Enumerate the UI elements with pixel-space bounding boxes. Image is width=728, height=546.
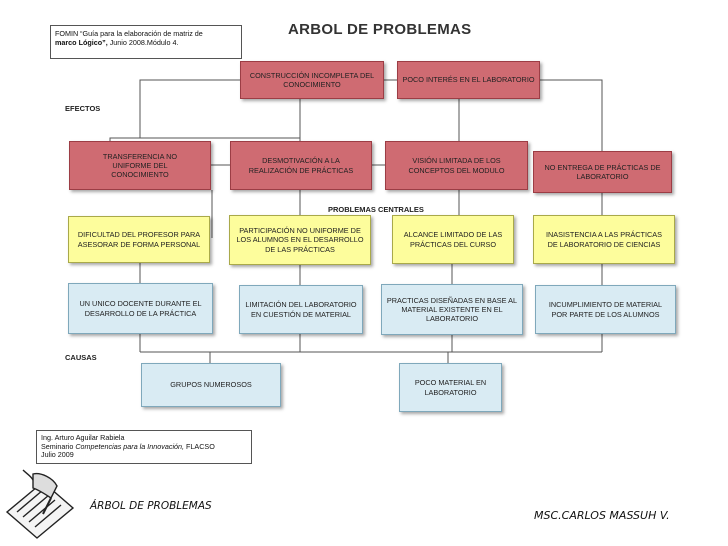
cause-box: LIMITACIÓN DEL LABORATORIO EN CUESTIÓN D… xyxy=(239,285,363,334)
source-note-date: Junio 2008.Módulo 4. xyxy=(107,38,179,48)
root-cause-box: POCO MATERIAL EN LABORATORIO xyxy=(399,363,502,412)
top-effect-box: POCO INTERÉS EN EL LABORATORIO xyxy=(397,61,540,99)
central-problem-box: PARTICIPACIÓN NO UNIFORME DE LOS ALUMNOS… xyxy=(229,215,371,265)
author-note: Ing. Arturo Aguilar Rabiela Seminario Co… xyxy=(36,430,252,464)
effect-box: NO ENTREGA DE PRÁCTICAS DE LABORATORIO xyxy=(533,151,672,193)
author-note-line3: Julio 2009 xyxy=(41,450,74,460)
central-problem-box: DIFICULTAD DEL PROFESOR PARA ASESORAR DE… xyxy=(68,216,210,263)
source-note-line1: FOMIN “Guía para la elaboración de matri… xyxy=(55,29,203,38)
label-problemas-centrales: PROBLEMAS CENTRALES xyxy=(328,205,424,214)
author-note-line1: Ing. Arturo Aguilar Rabiela xyxy=(41,433,125,442)
cause-box: UN UNICO DOCENTE DURANTE EL DESARROLLO D… xyxy=(68,283,213,334)
label-efectos: EFECTOS xyxy=(65,104,101,113)
author-note-line2: Seminario Competencias para la Innovació… xyxy=(41,441,247,452)
author-note-seminar-name: Competencias para la Innovación, xyxy=(75,441,185,451)
top-effect-box: CONSTRUCCIÓN INCOMPLETA DEL CONOCIMIENTO xyxy=(240,61,384,99)
footer-left-label: ÁRBOL DE PROBLEMAS xyxy=(90,500,212,512)
diagram-title: ARBOL DE PROBLEMAS xyxy=(288,21,472,38)
cause-box: PRACTICAS DISEÑADAS EN BASE AL MATERIAL … xyxy=(381,284,523,335)
writing-hand-icon xyxy=(3,468,77,540)
source-note: FOMIN “Guía para la elaboración de matri… xyxy=(50,25,242,59)
effect-box: DESMOTIVACIÓN A LA REALIZACIÓN DE PRÁCTI… xyxy=(230,141,372,190)
cause-box: INCUMPLIMIENTO DE MATERIAL POR PARTE DE … xyxy=(535,285,676,334)
effect-box: VISIÓN LIMITADA DE LOS CONCEPTOS DEL MOD… xyxy=(385,141,528,190)
source-note-line2: marco Lógico”, Junio 2008.Módulo 4. xyxy=(55,38,237,47)
author-note-seminar-prefix: Seminario xyxy=(41,441,76,451)
label-causas: CAUSAS xyxy=(65,353,97,362)
effect-box: TRANSFERENCIA NO UNIFORME DEL CONOCIMIEN… xyxy=(69,141,211,190)
source-note-title: marco Lógico”, xyxy=(55,38,108,48)
root-cause-box: GRUPOS NUMEROSOS xyxy=(141,363,281,407)
author-note-institution: FLACSO xyxy=(184,441,215,451)
footer-right-author: MSC.CARLOS MASSUH V. xyxy=(534,509,670,522)
central-problem-box: INASISTENCIA A LAS PRÁCTICAS DE LABORATO… xyxy=(533,215,675,264)
central-problem-box: ALCANCE LIMITADO DE LAS PRÁCTICAS DEL CU… xyxy=(392,215,514,264)
